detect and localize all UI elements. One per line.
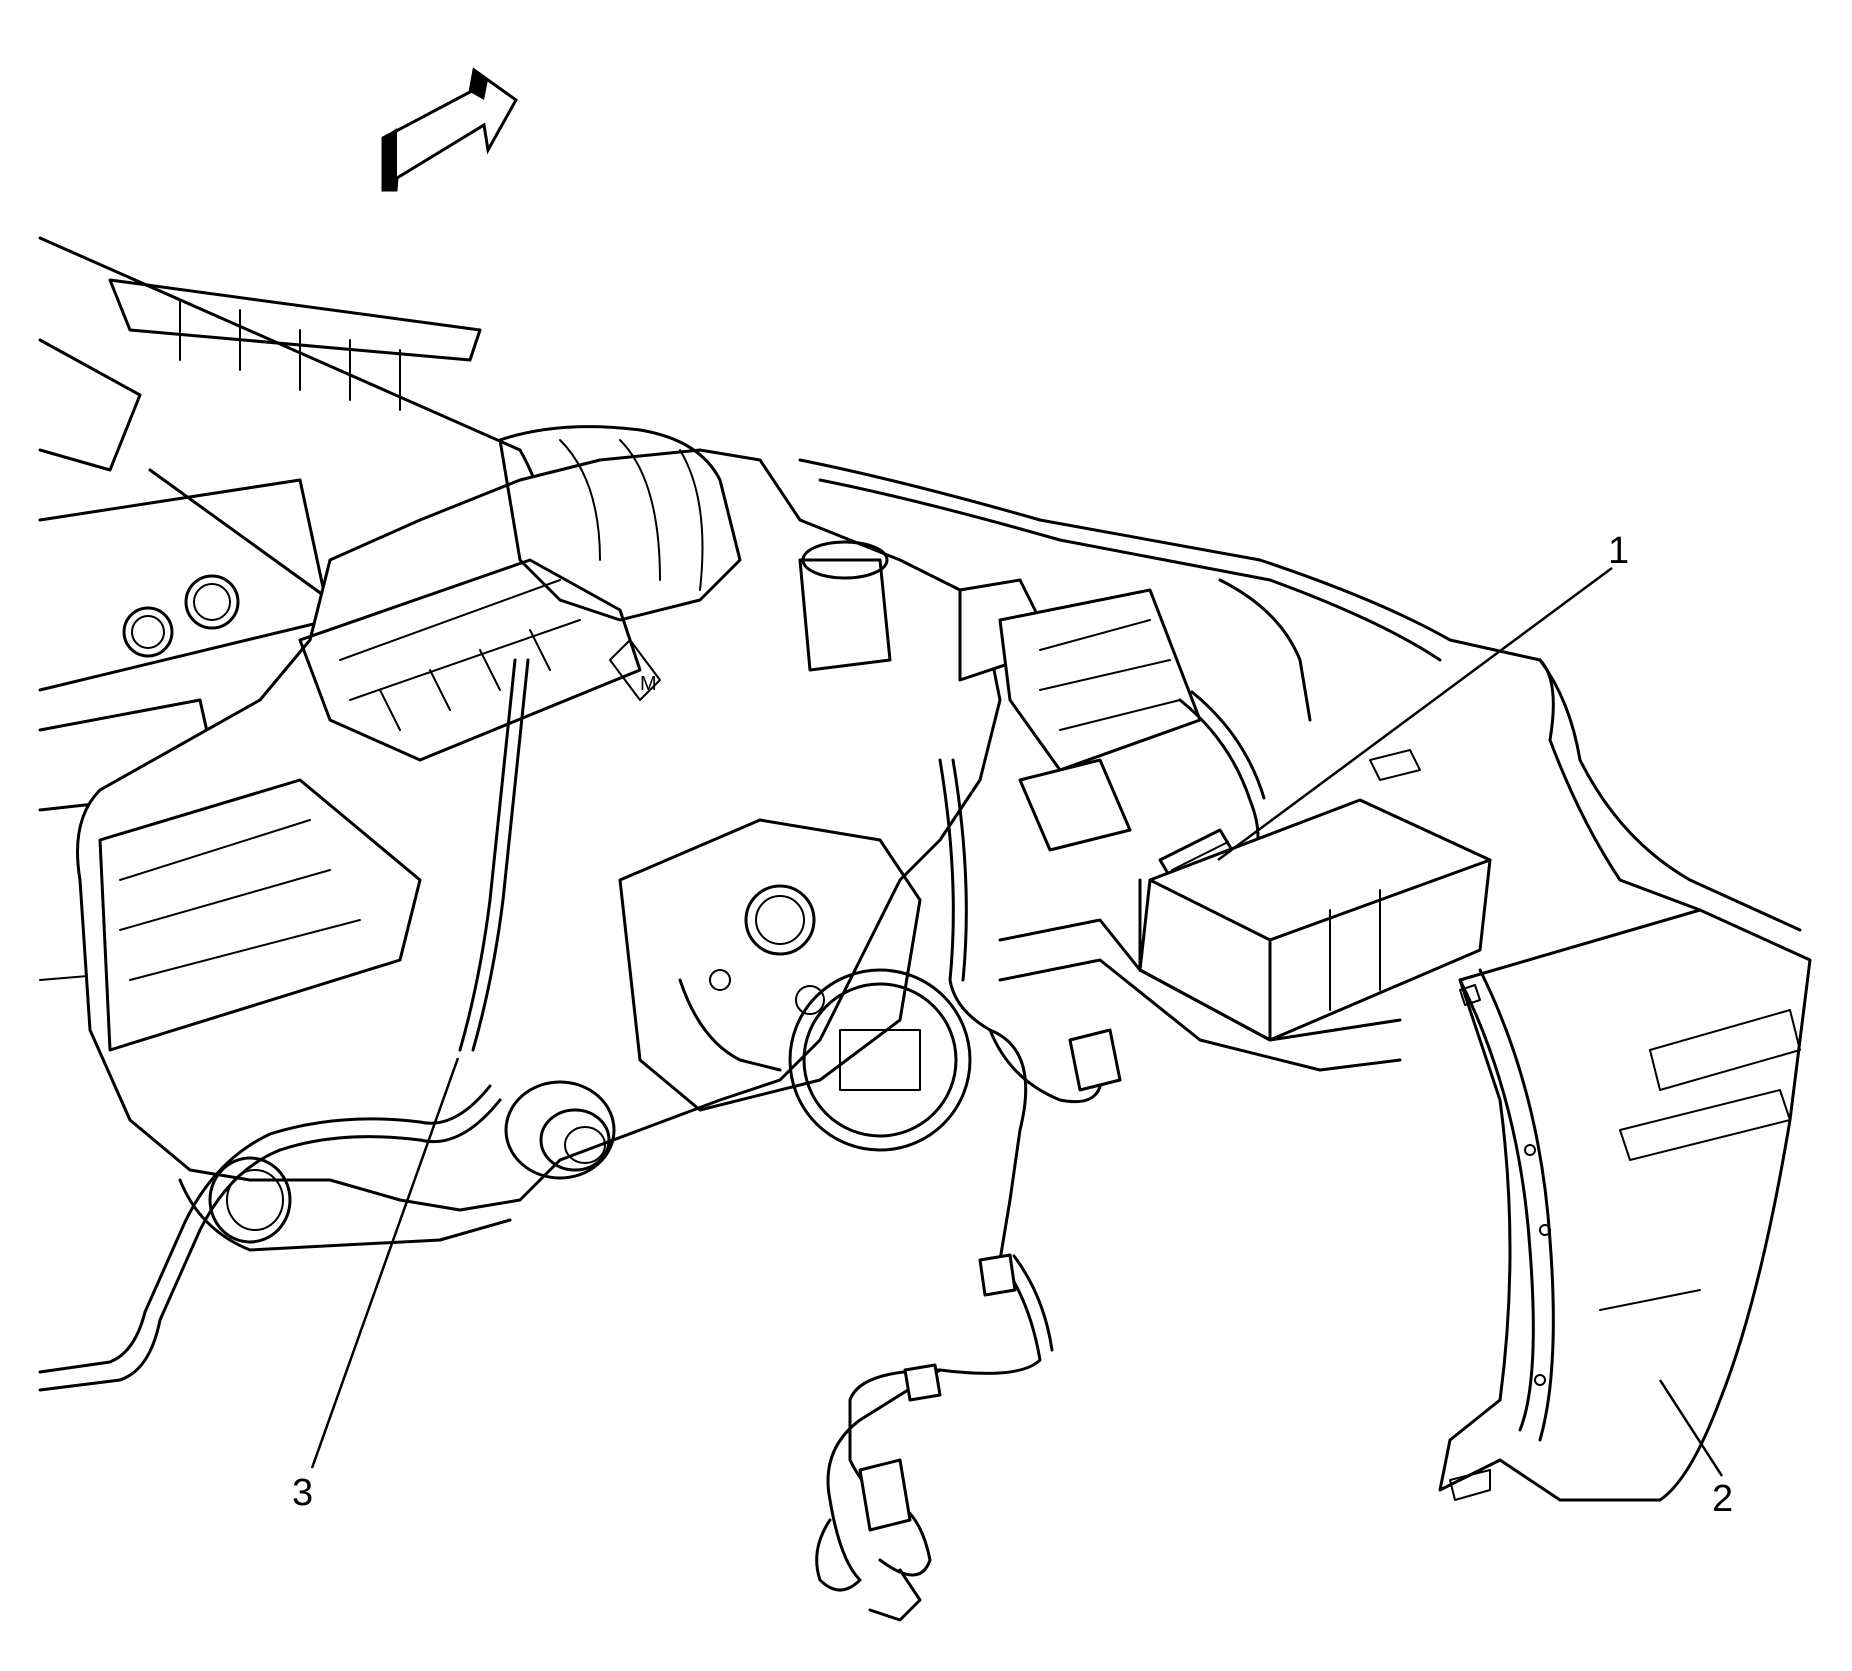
front-bumper-fascia <box>1438 658 1812 1502</box>
wiring-harness <box>458 658 1122 1622</box>
callout-label-2: 2 <box>1712 1478 1734 1520</box>
callout-2-leader <box>1658 1379 1724 1477</box>
engine-assembly: M <box>76 425 1002 1252</box>
battery <box>1138 749 1492 1042</box>
forward-arrow-icon <box>381 67 518 192</box>
callout-1-leader <box>1217 566 1613 862</box>
callout-label-3: 3 <box>292 1472 314 1514</box>
callout-3-leader <box>310 1057 460 1469</box>
svg-text:M: M <box>640 673 657 695</box>
coolant-hose <box>38 1084 502 1392</box>
callout-label-1: 1 <box>1608 530 1630 572</box>
right-front-structure <box>798 458 1555 1072</box>
